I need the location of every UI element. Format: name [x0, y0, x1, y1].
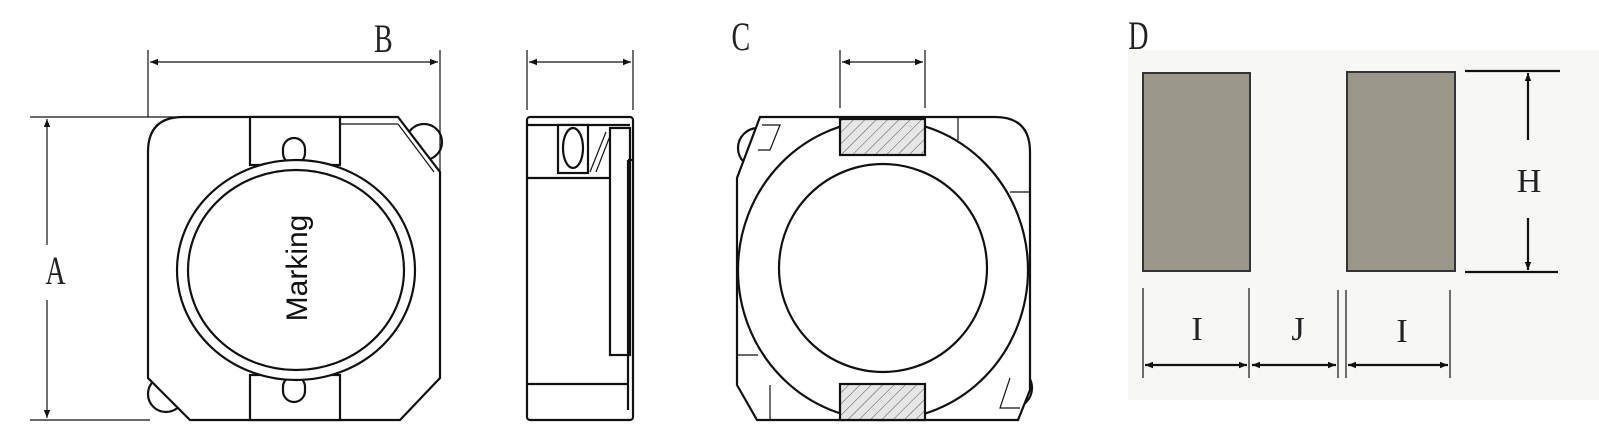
- dimension-i-right-label: I: [1396, 313, 1407, 350]
- outer-ring: [175, 158, 417, 382]
- right-land-pad: [1346, 71, 1456, 272]
- top-solder-pad-hatched: [838, 117, 927, 157]
- left-land-pad: [1142, 72, 1251, 272]
- side-body-outline: [525, 115, 635, 422]
- dimension-b-label: B: [374, 17, 393, 61]
- dimension-d: D: [839, 14, 1148, 108]
- side-terminal-plate: [608, 126, 632, 357]
- dimension-c: C: [526, 15, 751, 110]
- marking-area: [186, 168, 406, 372]
- bottom-solder-pad-hatched: [838, 382, 927, 422]
- dimension-j-label: J: [1291, 311, 1304, 348]
- side-view: [525, 115, 635, 422]
- land-pattern: H I J I: [1128, 50, 1599, 400]
- dimension-a: A: [30, 116, 250, 421]
- marking-label: Marking: [281, 215, 314, 322]
- dimension-c-label: C: [732, 15, 751, 59]
- dimension-i-left-label: I: [1191, 311, 1202, 348]
- dimension-d-label: D: [1128, 14, 1148, 58]
- bottom-view: [735, 115, 1034, 422]
- dimension-a-label: A: [45, 249, 65, 293]
- front-view: Marking: [146, 115, 444, 422]
- inner-core: [777, 162, 989, 374]
- dimension-h-label: H: [1517, 163, 1542, 200]
- dimension-b: B: [147, 17, 441, 178]
